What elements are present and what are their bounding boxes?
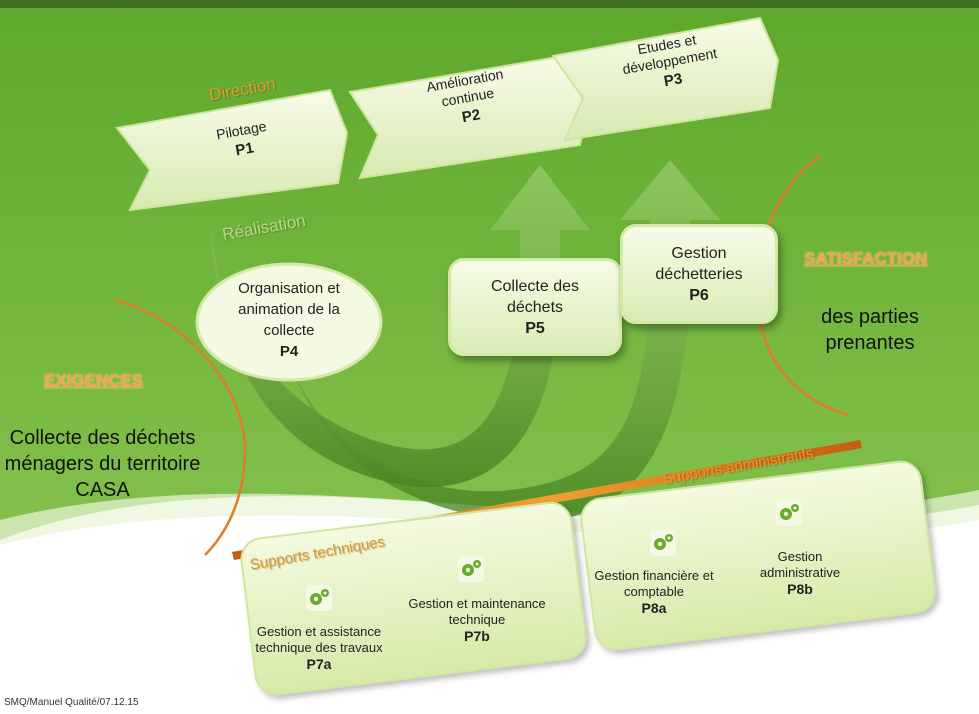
support-p7a-title: Gestion et assistance technique des trav… [255,624,383,655]
chevron-p3 [551,16,780,142]
support-p7b-code: P7b [464,628,490,644]
process-p6: Gestion déchetteries P6 [620,224,778,324]
support-p8a-title: Gestion financière et comptable [594,568,714,599]
process-p6-code: P6 [689,286,709,304]
exigences-text: Collecte des déchets ménagers du territo… [4,427,201,501]
gears-icon [458,556,484,582]
footer-text: SMQ/Manuel Qualité/07.12.15 [4,697,139,708]
process-p4-title: Organisation et animation de la collecte [238,280,340,339]
support-p8b-title: Gestion administrative [759,549,841,580]
gears-icon [306,585,332,611]
satisfaction-text: des parties prenantes [821,306,919,354]
process-p5-code: P5 [525,319,545,337]
support-p7a: Gestion et assistance technique des trav… [254,624,384,672]
exigences-label: EXIGENCES [44,371,144,390]
gears-icon [650,530,676,556]
support-p7b-title: Gestion et maintenance technique [408,596,546,627]
support-p7a-code: P7a [306,656,332,672]
process-p6-title: Gestion déchetteries [655,244,743,283]
process-p4: Organisation et animation de la collecte… [214,278,364,362]
process-p4-code: P4 [279,343,299,360]
support-p8b-code: P8b [787,581,813,597]
process-p5-title: Collecte des déchets [490,277,580,316]
gears-icon [776,500,802,526]
support-p8a: Gestion financière et comptable P8a [594,568,714,616]
chevron-p1 [115,88,349,212]
process-p5: Collecte des déchets P5 [448,258,622,356]
support-p8a-code: P8a [641,600,667,616]
support-p8b: Gestion administrative P8b [740,549,860,597]
satisfaction-label: SATISFACTION [804,249,928,268]
support-p7b: Gestion et maintenance technique P7b [392,596,562,644]
